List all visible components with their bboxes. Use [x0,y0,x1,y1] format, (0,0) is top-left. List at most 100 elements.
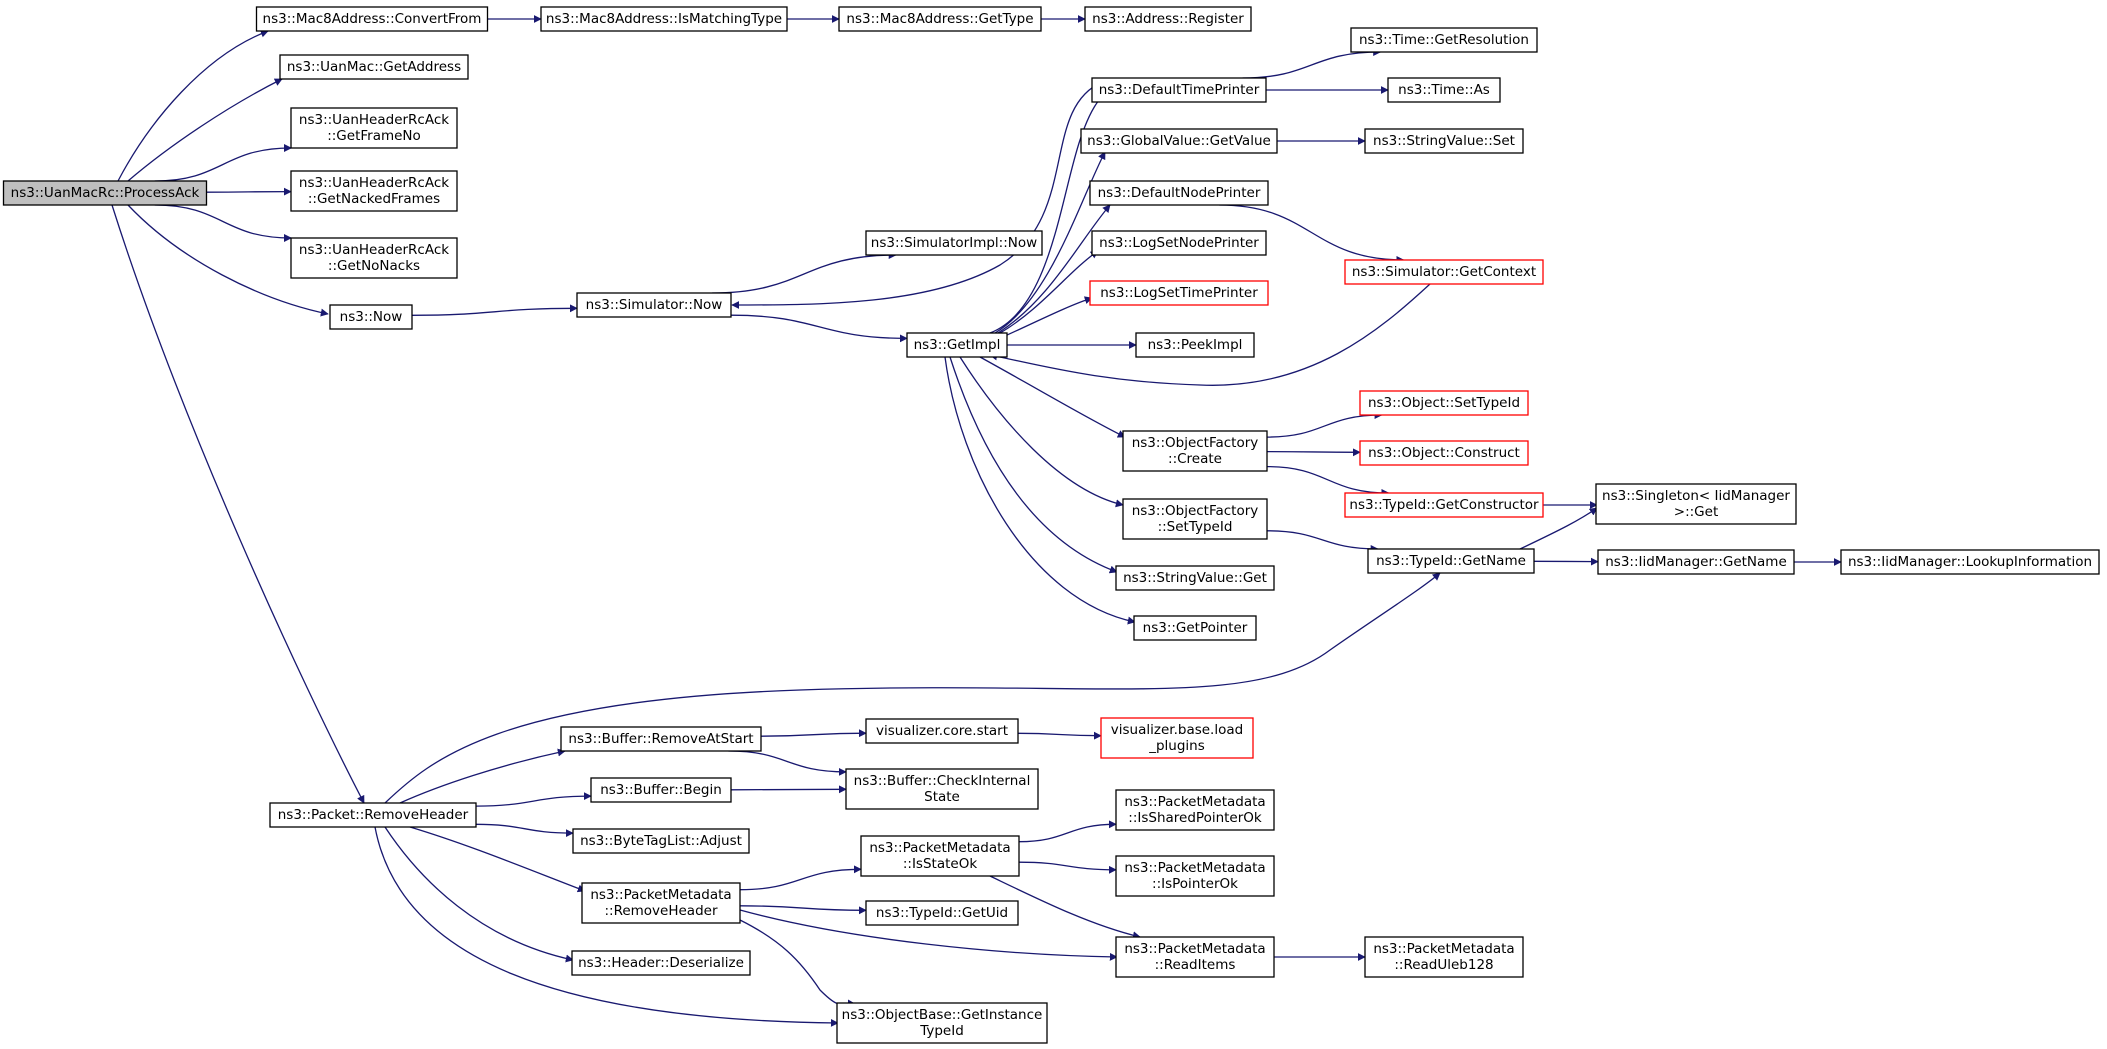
node-box [1350,27,1538,53]
edge-processack-to-getnackedframes [206,187,292,196]
node-defaulttimeprinter[interactable]: ns3::DefaultTimePrinter [1091,77,1267,103]
node-ismatchingtype[interactable]: ns3::Mac8Address::IsMatchingType [540,6,788,32]
node-now[interactable]: ns3::Now [329,304,413,330]
node-box [1091,230,1267,256]
node-label: ::Create [1168,451,1222,467]
node-label: ns3::Mac8Address::GetType [846,11,1033,27]
node-ispointerok[interactable]: ns3::PacketMetadata::IsPointerOk [1115,855,1275,897]
node-defaultnodeprinter[interactable]: ns3::DefaultNodePrinter [1089,180,1269,206]
node-isstateok[interactable]: ns3::PacketMetadata::IsStateOk [860,835,1020,877]
node-objconstruct[interactable]: ns3::Object::Construct [1359,440,1529,466]
node-simnow[interactable]: ns3::Simulator::Now [576,292,732,318]
node-box [845,768,1039,810]
node-label: ::IsSharedPointerOk [1128,810,1262,826]
node-convertfrom[interactable]: ns3::Mac8Address::ConvertFrom [255,6,489,32]
node-label: ns3::Simulator::Now [586,297,723,313]
node-box [560,726,762,752]
node-processack[interactable]: ns3::UanMacRc::ProcessAck [2,180,208,206]
node-removeheader[interactable]: ns3::Packet::RemoveHeader [269,802,477,828]
node-box [1344,259,1544,285]
edge-simnow-to-simimplnow [712,251,897,294]
edge-processack-to-getframeno [154,144,292,182]
node-issharedpointerok[interactable]: ns3::PacketMetadata::IsSharedPointerOk [1115,789,1275,831]
node-label: ns3::LogSetTimePrinter [1100,285,1258,301]
node-box [329,304,413,330]
node-box [1080,128,1278,154]
node-globalgetvalue[interactable]: ns3::GlobalValue::GetValue [1080,128,1278,154]
node-timeas[interactable]: ns3::Time::As [1387,77,1501,103]
edge-processack-to-getaddress [127,78,283,182]
node-label: ns3::LogSetNodePrinter [1099,235,1259,251]
node-lookupinfo[interactable]: ns3::IidManager::LookupInformation [1840,549,2100,575]
edges-layer [111,15,1842,1027]
node-bytetagadjust[interactable]: ns3::ByteTagList::Adjust [572,828,750,854]
node-gettype[interactable]: ns3::Mac8Address::GetType [838,6,1042,32]
node-getaddress[interactable]: ns3::UanMac::GetAddress [279,54,469,80]
node-stringvalueset[interactable]: ns3::StringValue::Set [1364,128,1524,154]
node-box [1089,280,1269,306]
node-label: ns3::DefaultNodePrinter [1098,185,1261,201]
node-box [576,292,732,318]
node-getconstructor[interactable]: ns3::TypeId::GetConstructor [1344,492,1544,518]
node-label: ns3::SimulatorImpl::Now [871,235,1037,251]
node-removeatstart[interactable]: ns3::Buffer::RemoveAtStart [560,726,762,752]
node-ofcreate[interactable]: ns3::ObjectFactory::Create [1122,430,1268,472]
node-objsettypeid[interactable]: ns3::Object::SetTypeId [1359,390,1529,416]
node-label: ::RemoveHeader [604,903,717,919]
node-label: ::ReadUleb128 [1394,957,1493,973]
node-box [581,882,741,924]
node-label: ns3::UanHeaderRcAck [299,242,449,258]
node-vizload[interactable]: visualizer.base.load_plugins [1100,717,1254,759]
edge-removeheader-to-bytetagadjust [475,823,574,838]
node-simimplnow[interactable]: ns3::SimulatorImpl::Now [865,230,1043,256]
edge-processack-to-getnonacks [154,204,292,242]
node-label: ns3::GetPointer [1143,620,1248,636]
edge-isstateok-to-ispointerok [1018,861,1117,874]
node-label: ns3::Singleton< IidManager [1602,488,1790,504]
node-label: ns3::PacketMetadata [1124,860,1265,876]
node-register[interactable]: ns3::Address::Register [1084,6,1252,32]
node-getcontext[interactable]: ns3::Simulator::GetContext [1344,259,1544,285]
node-label: >::Get [1674,504,1718,520]
node-typeidgetuid[interactable]: ns3::TypeId::GetUid [865,900,1019,926]
node-logsettimeprinter[interactable]: ns3::LogSetTimePrinter [1089,280,1269,306]
node-label: ::IsStateOk [903,856,977,872]
node-vizstart[interactable]: visualizer.core.start [865,718,1019,744]
node-typeidgetname[interactable]: ns3::TypeId::GetName [1367,548,1535,574]
node-getpointer[interactable]: ns3::GetPointer [1133,615,1257,641]
node-readuleb128[interactable]: ns3::PacketMetadata::ReadUleb128 [1364,936,1524,978]
node-label: ::IsPointerOk [1152,876,1238,892]
node-label: ns3::GetImpl [914,337,1001,353]
node-label: ns3::Now [340,309,403,325]
node-bufferbegin[interactable]: ns3::Buffer::Begin [590,777,732,803]
node-stringvalueget[interactable]: ns3::StringValue::Get [1115,565,1275,591]
edge-isstateok-to-readitems [989,875,1141,940]
edge-removeheader-to-typeidgetname [384,572,1441,804]
node-box [290,107,458,149]
node-headerdeserialize[interactable]: ns3::Header::Deserialize [571,950,751,976]
node-pmremoveheader[interactable]: ns3::PacketMetadata::RemoveHeader [581,882,741,924]
node-box [279,54,469,80]
node-box [1089,180,1269,206]
node-singletonget[interactable]: ns3::Singleton< IidManager >::Get [1595,483,1797,525]
node-getframeno[interactable]: ns3::UanHeaderRcAck::GetFrameNo [290,107,458,149]
node-ofsettypeid[interactable]: ns3::ObjectFactory::SetTypeId [1122,498,1268,540]
node-label: ns3::ByteTagList::Adjust [580,833,742,849]
node-getnackedframes[interactable]: ns3::UanHeaderRcAck::GetNackedFrames [290,170,458,212]
node-getimpl[interactable]: ns3::GetImpl [906,332,1008,358]
edge-processack-to-removeheader [111,204,365,804]
node-getresolution[interactable]: ns3::Time::GetResolution [1350,27,1538,53]
node-readitems[interactable]: ns3::PacketMetadata::ReadItems [1115,936,1275,978]
node-iidgetname[interactable]: ns3::IidManager::GetName [1597,549,1795,575]
node-peekimpl[interactable]: ns3::PeekImpl [1135,332,1255,358]
edge-defaulttimeprinter-to-getresolution [1242,48,1382,79]
edge-removeheader-to-getinstancetypeid [374,826,839,1027]
node-logsetnodeprinter[interactable]: ns3::LogSetNodePrinter [1091,230,1267,256]
node-label: visualizer.base.load [1111,722,1243,738]
node-label: ns3::Object::SetTypeId [1368,395,1520,411]
node-label: ns3::UanHeaderRcAck [299,112,449,128]
node-box [1364,128,1524,154]
node-getnonacks[interactable]: ns3::UanHeaderRcAck::GetNoNacks [290,237,458,279]
